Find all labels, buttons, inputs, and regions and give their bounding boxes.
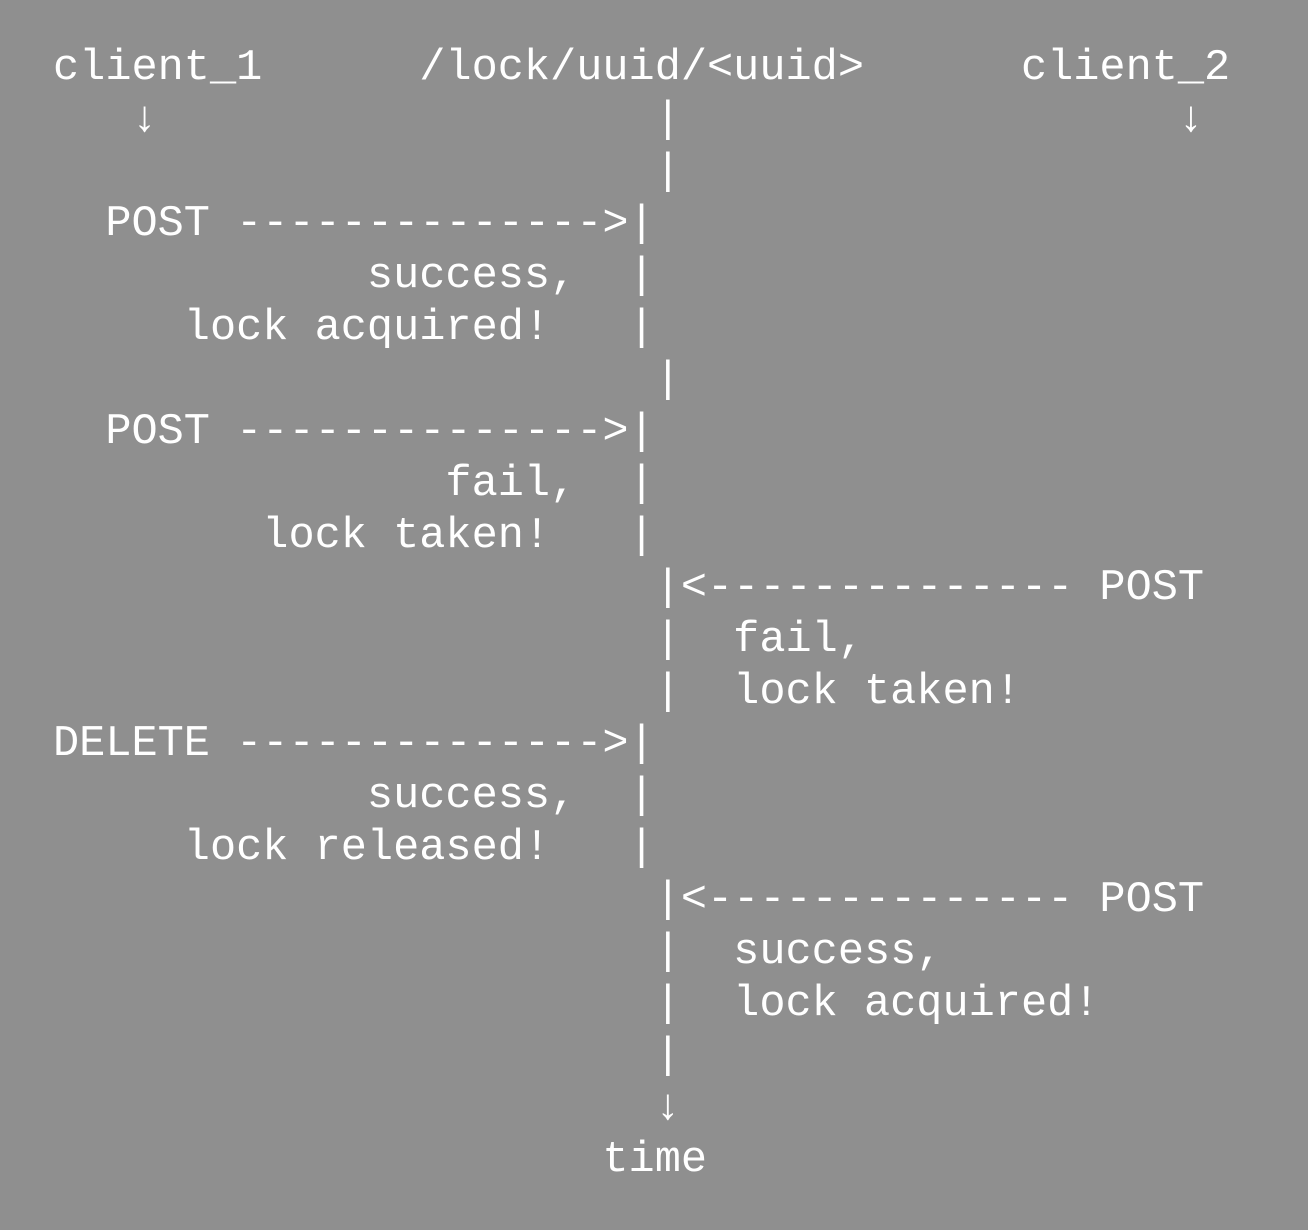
diagram-line: DELETE -------------->| (53, 720, 655, 769)
diagram-line: | fail, (53, 616, 864, 665)
diagram-line: | success, (53, 928, 943, 977)
diagram-line: | (53, 1032, 681, 1081)
diagram-line: client_1 /lock/uuid/<uuid> client_2 (53, 44, 1231, 93)
diagram-line: | (53, 148, 681, 197)
diagram-line: POST -------------->| (53, 200, 655, 249)
diagram-line: success, | (53, 772, 655, 821)
diagram-line: | lock acquired! (53, 980, 1100, 1029)
diagram-line: |<-------------- POST (53, 876, 1205, 925)
diagram-line: fail, | (53, 460, 655, 509)
diagram-line: lock taken! | (53, 512, 655, 561)
diagram-line: time (53, 1136, 708, 1185)
diagram-line: lock released! | (53, 824, 655, 873)
diagram-line: lock acquired! | (53, 304, 655, 353)
diagram-line: ↓ | ↓ (53, 96, 1205, 145)
diagram-line: ↓ (53, 1084, 681, 1133)
diagram-line: POST -------------->| (53, 408, 655, 457)
diagram-text: client_1 /lock/uuid/<uuid> client_2 ↓ | … (53, 43, 1230, 1187)
diagram-line: | (53, 356, 681, 405)
diagram-line: | lock taken! (53, 668, 1021, 717)
diagram-line: success, | (53, 252, 655, 301)
diagram-line: |<-------------- POST (53, 564, 1205, 613)
